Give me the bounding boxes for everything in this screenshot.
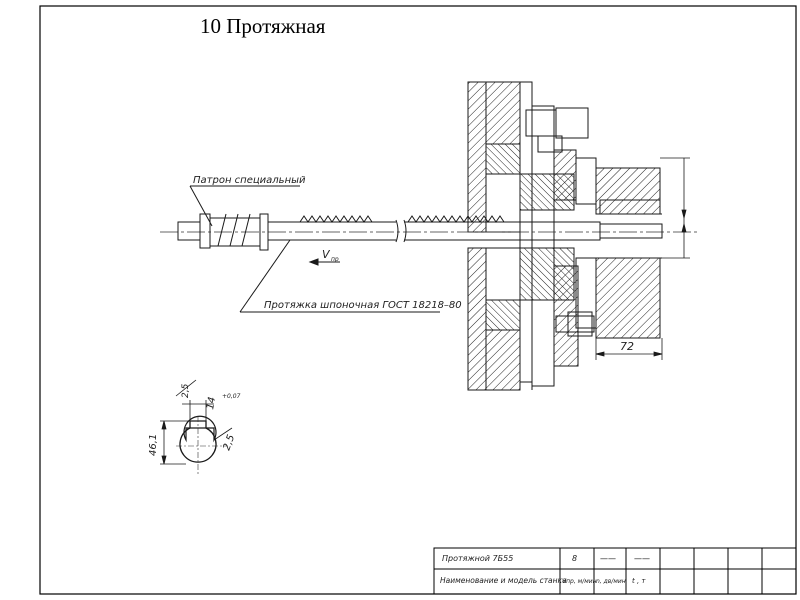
sheet-frame xyxy=(39,5,797,595)
keyway-axes xyxy=(176,416,228,474)
chuck-label: Патрон специальный xyxy=(193,175,306,186)
adapter-sleeve xyxy=(519,149,579,367)
velocity-arrow xyxy=(308,258,340,266)
operation-title: 10 Протяжная xyxy=(200,14,326,38)
stamp-strokes-header: n, дв/мин xyxy=(596,578,626,585)
keyway-depth: 46,1 xyxy=(148,434,159,456)
stamp-speed-header: Vпр, м/мин xyxy=(562,578,597,585)
stamp-thickness-header: t , т xyxy=(632,577,646,585)
height-dimension xyxy=(660,157,690,259)
stamp-machine: Протяжной 7Б55 xyxy=(442,554,513,563)
stamp-thickness: —— xyxy=(634,554,650,563)
clamp-bolt-bottom xyxy=(555,311,595,337)
broach-label: Протяжка шпоночная ГОСТ 18218–80 xyxy=(264,300,462,311)
broach-leader xyxy=(239,239,440,313)
chuck-leader xyxy=(189,185,300,227)
stamp-strokes: —— xyxy=(600,554,616,563)
roughness-top: 2,5 xyxy=(181,383,191,398)
keyway-dimensions xyxy=(160,379,233,465)
stamp-machine-header: Наименование и модель станка xyxy=(440,576,567,585)
broach-tool xyxy=(177,213,663,251)
keyway-width: 14 xyxy=(205,396,218,410)
keyway-tolerance: +0,07 xyxy=(222,393,241,400)
keyway-profile xyxy=(179,420,217,463)
velocity-label: V xyxy=(322,248,331,261)
roughness-side: 2,5 xyxy=(221,433,237,452)
velocity-subscript: пр xyxy=(331,256,339,263)
length-dimension xyxy=(595,338,663,360)
workpiece xyxy=(575,157,662,339)
stamp-speed: 8 xyxy=(572,554,577,563)
fixture-plate xyxy=(467,81,555,391)
length-value: 72 xyxy=(620,340,634,353)
clamp-bolt-top xyxy=(525,107,589,153)
stamp-grid xyxy=(433,547,797,595)
